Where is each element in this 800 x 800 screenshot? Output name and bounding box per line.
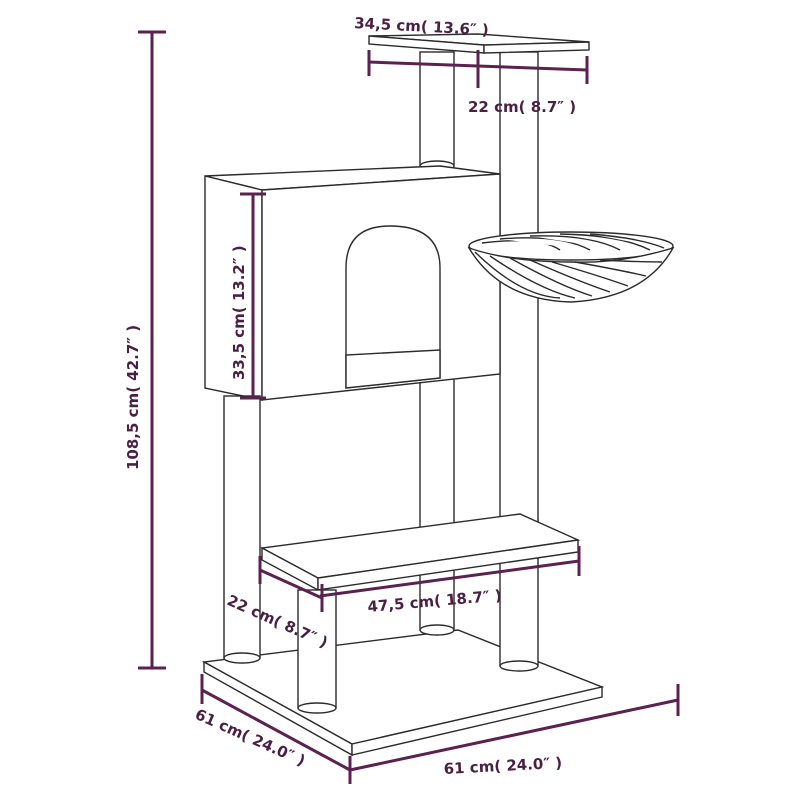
platform-width-dimension-line — [319, 546, 581, 598]
platform-depth-dimension-line — [258, 556, 324, 612]
box-height-label: 33,5 cm( 13.2″ ) — [230, 245, 248, 380]
base-width-label: 61 cm( 24.0″ ) — [443, 754, 562, 778]
front-post-center — [297, 589, 337, 714]
cat-tree-drawing — [201, 33, 675, 757]
total-height-dimension-line — [138, 30, 166, 670]
top-depth-label: 22 cm( 8.7″ ) — [468, 98, 576, 116]
total-height-label: 108,5 cm( 42.7″ ) — [124, 325, 142, 470]
middle-platform — [259, 513, 581, 592]
top-platform — [368, 33, 590, 54]
condo-box — [204, 165, 501, 401]
top-post-left — [419, 51, 455, 172]
dimension-lines — [138, 30, 680, 784]
hammock-basket — [467, 231, 675, 303]
box-height-dimension-line — [240, 192, 266, 400]
base-width-dimension-line — [349, 684, 680, 772]
front-post-left — [223, 395, 261, 664]
